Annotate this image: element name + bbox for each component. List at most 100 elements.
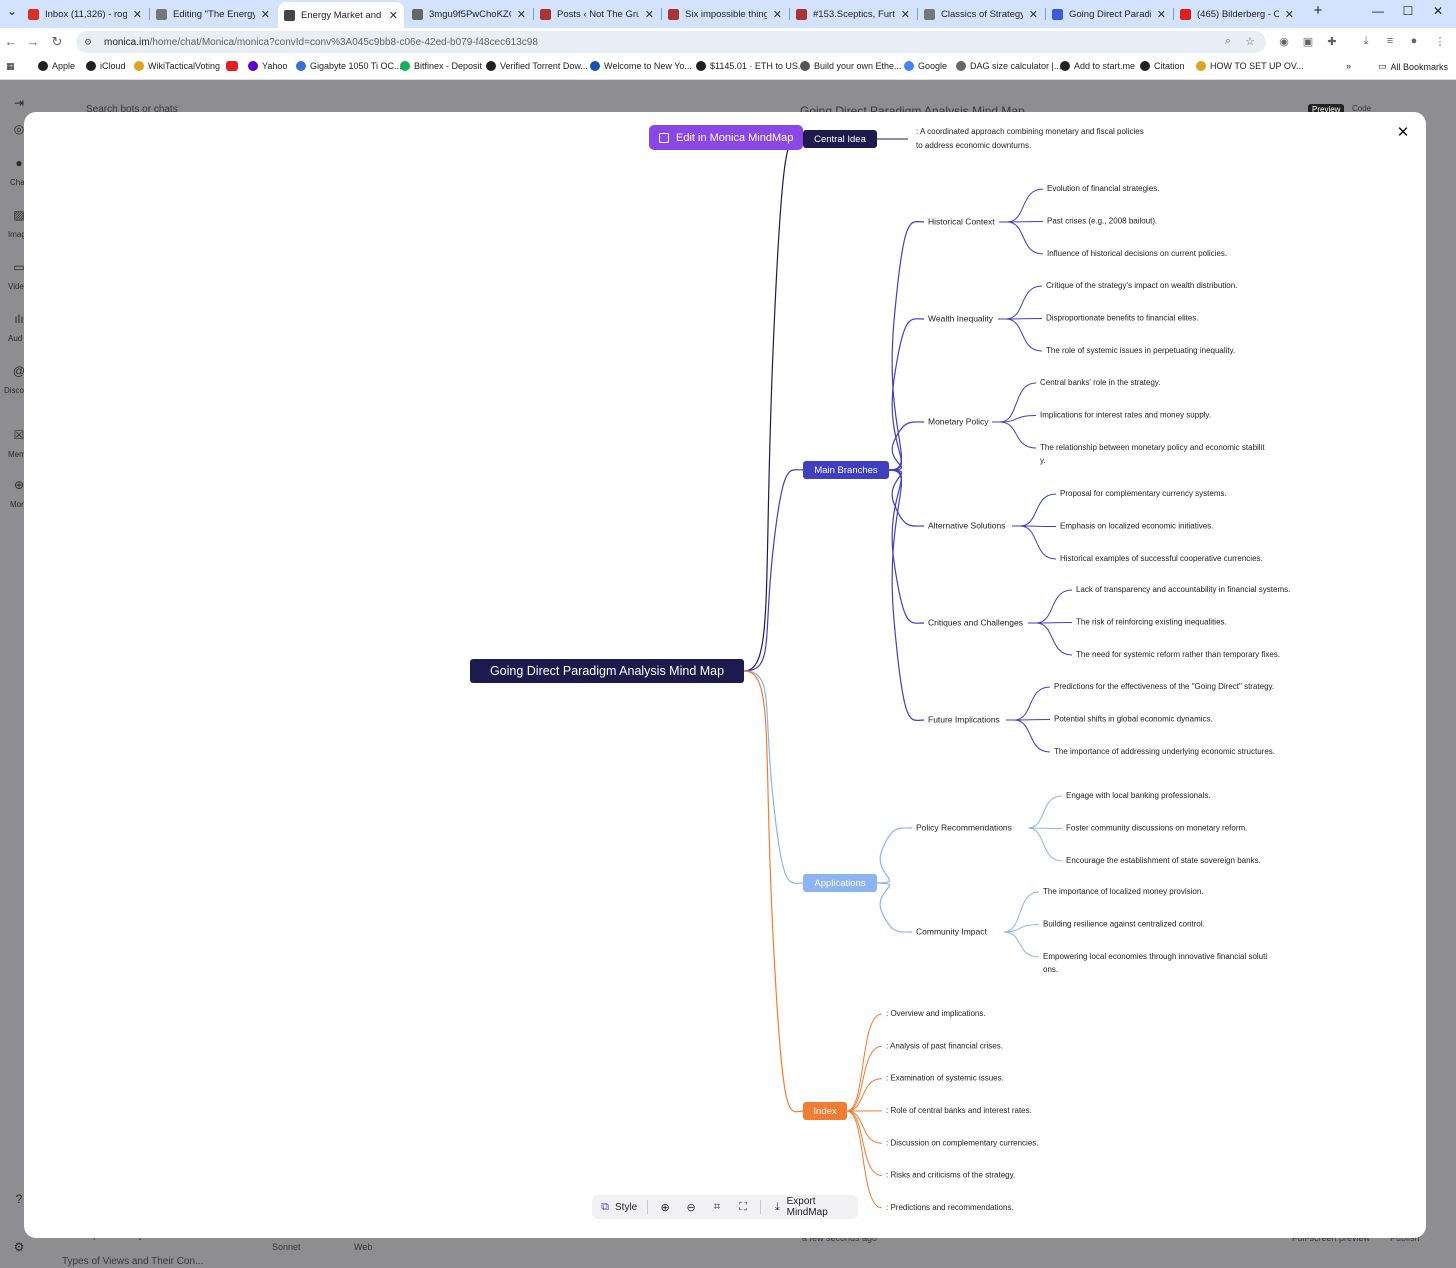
tab-close-icon[interactable]: ✕: [1284, 8, 1294, 21]
forward-icon[interactable]: →: [26, 34, 40, 49]
tab-search-icon[interactable]: ⌄: [6, 4, 18, 18]
apps-grid-icon[interactable]: ▦: [6, 61, 15, 71]
site-info-icon[interactable]: ⚙: [84, 36, 93, 47]
bookmark-item[interactable]: Yahoo: [248, 61, 287, 71]
browser-tab[interactable]: Six impossible things b✕: [662, 3, 788, 25]
root-node-box[interactable]: [470, 659, 744, 683]
tab-separator: [661, 8, 662, 20]
bookmark-item[interactable]: Gigabyte 1050 Ti OC...: [296, 61, 402, 71]
leaf-connector: [1003, 931, 1040, 958]
extension-2-icon[interactable]: ▣: [1302, 36, 1314, 48]
mindmap-canvas[interactable]: Going Direct Paradigm Analysis Mind MapC…: [24, 112, 1426, 1238]
bookmark-item[interactable]: Welcome to New Yo...: [590, 61, 692, 71]
bookmark-label: Gigabyte 1050 Ti OC...: [310, 61, 402, 71]
browser-tab[interactable]: Editing "The Energy M✕: [150, 3, 276, 25]
bookmarks-bar: ▦ Apple iCloud WikiTacticalVoting Yahoo Giga…: [0, 56, 1456, 80]
main-branches-node-box[interactable]: [803, 461, 889, 479]
bookmark-item[interactable]: Google: [904, 61, 947, 71]
bookmark-item[interactable]: Apple: [38, 61, 75, 71]
leaf-text: The importance of addressing underlying …: [1054, 747, 1275, 756]
tab-close-icon[interactable]: ✕: [1156, 8, 1166, 21]
central-idea-node-box[interactable]: [803, 130, 877, 148]
zoom-in-button[interactable]: ⊕: [652, 1195, 678, 1219]
all-bookmarks[interactable]: ▭All Bookmarks: [1378, 61, 1449, 72]
bookmark-favicon-icon: [296, 61, 306, 71]
export-mindmap-button[interactable]: ⤓ Export MindMap: [765, 1195, 858, 1219]
download-icon[interactable]: ⤓: [1363, 35, 1369, 47]
tab-title: Inbox (11,326) - rogerg: [45, 8, 127, 20]
leaf-text: Historical examples of successful cooper…: [1060, 554, 1263, 563]
tab-close-icon[interactable]: ✕: [132, 8, 142, 21]
leaf-text: Lack of transparency and accountability …: [1076, 585, 1290, 594]
bookmark-item[interactable]: DAG size calculator |...: [956, 61, 1061, 71]
extension-icon[interactable]: ◉: [1279, 36, 1289, 48]
bookmark-item[interactable]: iCloud: [86, 61, 126, 71]
menu-kebab-icon[interactable]: ⋮: [1434, 36, 1446, 48]
mindmap-toolbar: ⧉ Style ⊕ ⊖ ⌗ ⛶ ⤓ Export MindMap: [592, 1195, 858, 1219]
style-button[interactable]: ⧉ Style: [592, 1195, 643, 1219]
bookmark-item[interactable]: Add to start.me: [1060, 61, 1135, 71]
leaf-connector: [1013, 719, 1051, 753]
main-branches-node-label: Main Branches: [814, 465, 878, 476]
export-label: Export MindMap: [786, 1196, 828, 1218]
browser-tab[interactable]: (465) Bilderberg - O Fi✕: [1174, 3, 1300, 25]
zoom-out-button[interactable]: ⊖: [678, 1195, 704, 1219]
index-connector: [846, 1110, 883, 1144]
bookmark-item[interactable]: WikiTacticalVoting: [134, 61, 220, 71]
tab-close-icon[interactable]: ✕: [900, 8, 910, 21]
minimize-icon[interactable]: —: [1372, 4, 1384, 18]
browser-tab[interactable]: #153.Sceptics, Further✕: [790, 3, 916, 25]
zoom-icon[interactable]: ⌕: [1224, 35, 1232, 47]
bookmark-item[interactable]: Build your own Ethe...: [800, 61, 902, 71]
extensions-puzzle-icon[interactable]: ✚: [1327, 36, 1337, 48]
back-icon[interactable]: ←: [4, 34, 18, 49]
browser-tab[interactable]: Energy Market and Mo✕: [278, 2, 404, 28]
bookmark-star-icon[interactable]: ☆: [1245, 36, 1255, 48]
leaf-connector: [1019, 525, 1057, 527]
media-icon[interactable]: ≡: [1386, 35, 1394, 47]
browser-tab[interactable]: Going Direct Paradigm✕: [1046, 3, 1172, 25]
fit-view-button[interactable]: ⌗: [704, 1195, 730, 1219]
bookmark-label: Google: [918, 61, 948, 71]
bookmark-item[interactable]: HOW TO SET UP OV...: [1196, 61, 1304, 71]
fullscreen-button[interactable]: ⛶: [730, 1195, 756, 1219]
bookmark-item[interactable]: Verified Torrent Dow...: [486, 61, 588, 71]
bookmark-item[interactable]: [226, 61, 242, 71]
tab-close-icon[interactable]: ✕: [772, 8, 782, 21]
bookmark-favicon-icon: [1140, 61, 1150, 71]
bookmark-item[interactable]: Citation: [1140, 61, 1185, 71]
bookmark-item[interactable]: $1145.01 · ETH to US...: [696, 61, 805, 71]
tab-close-icon[interactable]: ✕: [644, 8, 654, 21]
style-icon: ⧉: [601, 1200, 609, 1213]
profile-avatar[interactable]: ●: [1410, 35, 1418, 47]
index-node-box[interactable]: [803, 1102, 847, 1120]
applications-node-box[interactable]: [803, 874, 877, 892]
leaf-text: Predictions for the effectiveness of the…: [1054, 682, 1274, 691]
tab-separator: [1045, 8, 1046, 20]
reload-icon[interactable]: ↻: [51, 34, 63, 49]
index-item: : Risks and criticisms of the strategy.: [886, 1171, 1015, 1180]
maximize-icon[interactable]: ☐: [1402, 4, 1414, 18]
side-label-chat: Cha: [10, 178, 25, 187]
bg-publish-label: Publish: [1390, 1233, 1420, 1243]
leaf-connector: [1006, 221, 1044, 255]
close-button[interactable]: ✕: [1396, 124, 1410, 141]
zoom-out-icon: ⊖: [686, 1201, 696, 1214]
edit-in-mindmap-button[interactable]: Edit in Monica MindMap: [649, 125, 804, 150]
address-bar[interactable]: ⚙ monica.im/home/chat/Monica/monica?conv…: [76, 31, 1266, 53]
tab-close-icon[interactable]: ✕: [516, 8, 526, 21]
browser-tab[interactable]: Posts ‹ Not The Grub S✕: [534, 3, 660, 25]
browser-tab[interactable]: 3mgu9f5PwChoKZGdl✕: [406, 3, 532, 25]
tab-close-icon[interactable]: ✕: [260, 8, 270, 21]
side-label-memo: Mem: [8, 450, 26, 459]
browser-tab[interactable]: Classics of Strategy an✕: [918, 3, 1044, 25]
tab-close-icon[interactable]: ✕: [1028, 8, 1038, 21]
leaf-text: Evolution of financial strategies.: [1047, 184, 1160, 193]
index-item: : Examination of systemic issues.: [886, 1074, 1004, 1083]
tab-close-icon[interactable]: ✕: [388, 9, 398, 22]
bookmark-item[interactable]: Bitfinex - Deposit: [400, 61, 482, 71]
window-close-icon[interactable]: ✕: [1432, 4, 1444, 18]
new-tab-button[interactable]: +: [1313, 2, 1323, 19]
bookmarks-overflow-icon[interactable]: »: [1346, 61, 1352, 71]
browser-tab[interactable]: Inbox (11,326) - rogerg ✕: [22, 3, 148, 25]
